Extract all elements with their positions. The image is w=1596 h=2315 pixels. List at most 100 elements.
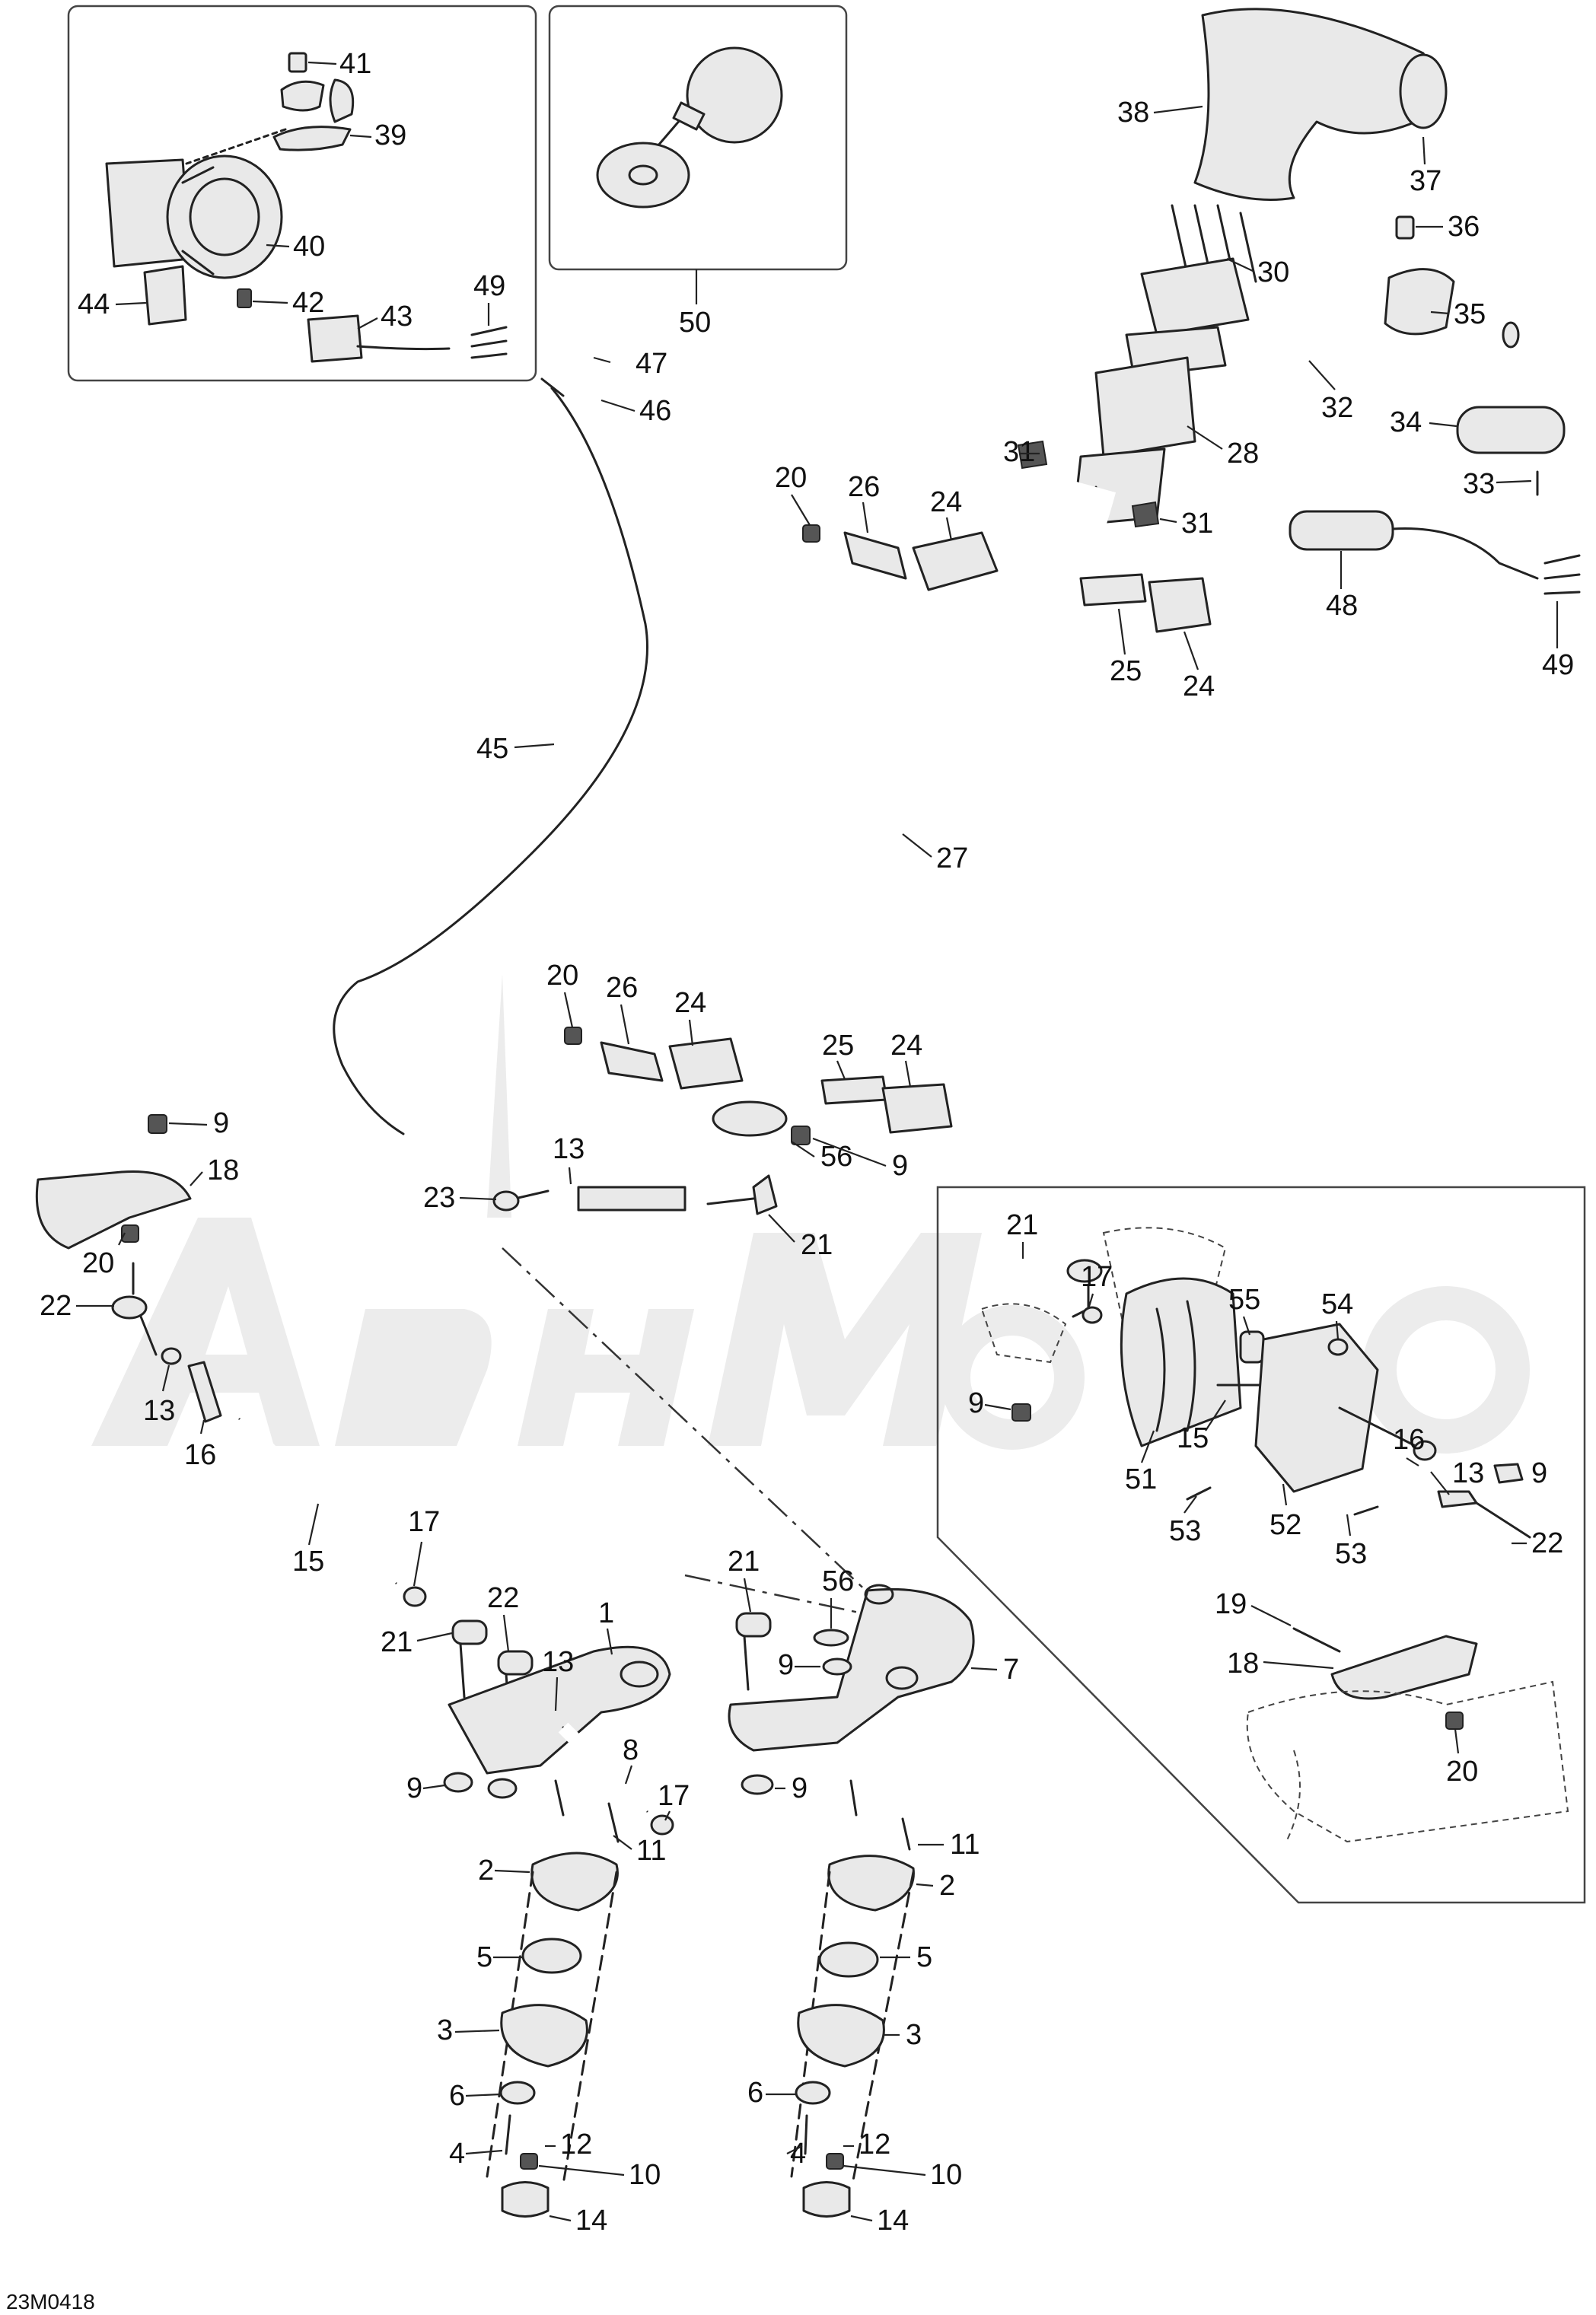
upper-bushing-group — [802, 524, 1212, 633]
inset-panel-switch — [67, 5, 537, 382]
callout: 21 — [381, 1626, 413, 1658]
callout: 28 — [1227, 438, 1259, 470]
callout: 11 — [636, 1835, 666, 1867]
callout: 34 — [1390, 406, 1422, 438]
callout: 41 — [339, 48, 371, 80]
callout: 48 — [1326, 590, 1358, 622]
callout: 39 — [374, 119, 406, 151]
callout: 17 — [658, 1780, 690, 1812]
callout: 16 — [1393, 1424, 1425, 1456]
callout: 15 — [292, 1546, 324, 1578]
callout: 4 — [790, 2138, 806, 2170]
callout: 46 — [639, 395, 671, 427]
callout: 9 — [792, 1772, 808, 1804]
callout: 9 — [778, 1649, 794, 1681]
horn-group — [596, 46, 783, 209]
callout: 51 — [1125, 1463, 1157, 1495]
callout: 13 — [143, 1395, 175, 1427]
callout: 18 — [207, 1154, 239, 1186]
callout: 2 — [939, 1870, 955, 1902]
callout: 13 — [553, 1133, 585, 1165]
callout: 21 — [1006, 1209, 1038, 1241]
callout: 21 — [728, 1546, 760, 1578]
callout: 40 — [293, 231, 325, 263]
callout: 11 — [950, 1829, 980, 1861]
callout: 12 — [560, 2129, 592, 2161]
callout: 3 — [437, 2014, 453, 2046]
left-linkage-group — [35, 1114, 427, 1607]
callout: 25 — [822, 1030, 854, 1062]
callout: 49 — [1542, 649, 1574, 681]
callout: 8 — [623, 1734, 639, 1766]
inset-panel-steering-gear — [936, 1186, 1586, 1904]
callout: 43 — [381, 301, 413, 333]
callout: 26 — [848, 471, 880, 503]
callout: 3 — [906, 2019, 922, 2051]
callout: 21 — [801, 1229, 833, 1261]
callout: 33 — [1463, 468, 1495, 500]
callout: 56 — [822, 1565, 854, 1597]
switch-housing-group — [105, 52, 508, 363]
callout: 18 — [1227, 1648, 1259, 1680]
callout: 30 — [1257, 256, 1289, 288]
callout: 55 — [1228, 1284, 1260, 1316]
callout: 27 — [936, 842, 968, 874]
callout: 56 — [820, 1141, 852, 1173]
callout: 31 — [1181, 508, 1213, 540]
callout: 47 — [636, 348, 667, 380]
callout: 13 — [542, 1646, 574, 1678]
callout: 14 — [877, 2205, 909, 2237]
callout: 44 — [78, 288, 110, 320]
callout: 5 — [476, 1941, 492, 1973]
callout: 9 — [1531, 1457, 1547, 1489]
callout: 31 — [1003, 436, 1035, 468]
callout-labels: 41 39 40 42 44 43 49 50 47 46 45 38 37 3… — [40, 48, 1574, 2237]
callout: 9 — [213, 1107, 229, 1139]
callout: 9 — [406, 1772, 422, 1804]
callout: 24 — [674, 987, 706, 1019]
callout: 52 — [1269, 1509, 1301, 1541]
callout: 53 — [1335, 1538, 1367, 1570]
callout: 50 — [679, 307, 711, 339]
callout: 22 — [487, 1582, 519, 1614]
callout: 24 — [890, 1030, 922, 1062]
callout: 4 — [449, 2138, 465, 2170]
callout: 2 — [478, 1855, 494, 1887]
callout: 5 — [916, 1941, 932, 1973]
callout: 23 — [423, 1182, 455, 1214]
callout: 20 — [1446, 1756, 1478, 1788]
callout: 24 — [930, 486, 962, 518]
tie-rod-group — [492, 1174, 778, 1215]
left-steering-arm-group — [443, 1619, 674, 2218]
callout: 20 — [775, 462, 807, 494]
drawing-code: 23M0418 — [6, 2290, 95, 2313]
right-steering-arm-group — [728, 1584, 975, 2218]
callout: 6 — [449, 2080, 465, 2112]
callout: 22 — [40, 1290, 72, 1322]
callout: 25 — [1110, 655, 1142, 687]
callout: 7 — [1003, 1654, 1019, 1686]
callout: 6 — [747, 2077, 763, 2109]
handlebar-group — [980, 8, 1581, 595]
callout: 10 — [930, 2159, 962, 2191]
callout: 20 — [82, 1247, 114, 1279]
callout: 19 — [1215, 1588, 1247, 1620]
callout: 35 — [1454, 298, 1486, 330]
callout: 10 — [629, 2159, 661, 2191]
callout: 12 — [859, 2129, 890, 2161]
callout: 1 — [598, 1597, 614, 1629]
lower-bushing-group — [564, 1027, 953, 1145]
callout: 32 — [1321, 392, 1353, 424]
callout: 53 — [1169, 1515, 1201, 1547]
throttle-cable — [333, 387, 649, 1135]
callout: 17 — [408, 1506, 440, 1538]
callout: 17 — [1081, 1261, 1113, 1293]
callout: 22 — [1531, 1527, 1563, 1559]
callout: 9 — [892, 1150, 908, 1182]
watermark — [91, 974, 1530, 1454]
callout: 13 — [1452, 1457, 1484, 1489]
callout: 37 — [1410, 165, 1441, 197]
callout: 14 — [575, 2205, 607, 2237]
callout: 54 — [1321, 1288, 1353, 1320]
